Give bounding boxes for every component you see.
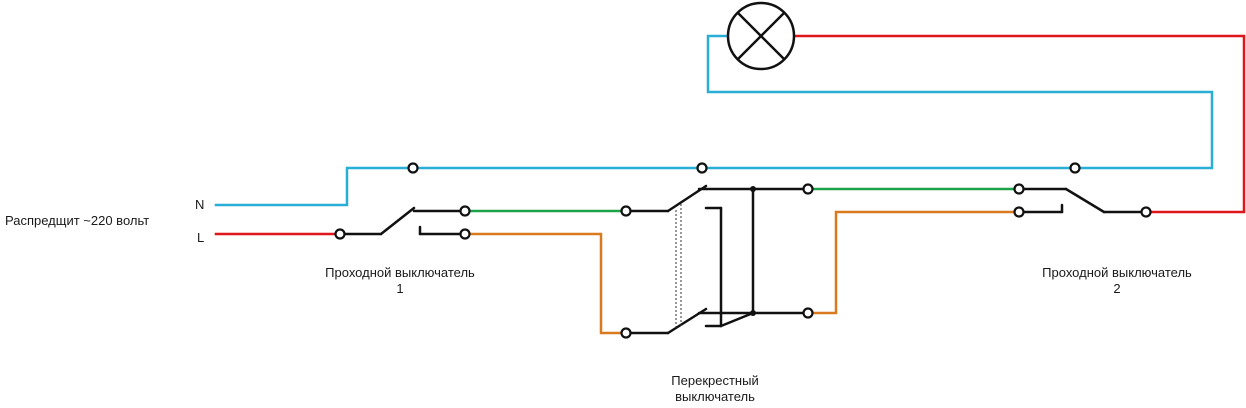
cross-switch [629, 184, 808, 335]
switch1-label: Проходной выключатель 1 [300, 265, 500, 297]
terminal [459, 228, 471, 240]
terminal [1140, 206, 1152, 218]
terminal [1013, 206, 1025, 218]
terminal [620, 327, 632, 339]
terminal [802, 183, 814, 195]
traveler-wire-orange-left [466, 232, 624, 335]
pass-switch-1 [341, 206, 464, 236]
traveler-wire-orange-right [810, 210, 1016, 315]
cross-switch-label-subtitle: выключатель [675, 389, 755, 404]
terminal [620, 205, 632, 217]
switch2-label: Проходной выключатель 2 [1017, 265, 1217, 297]
terminals [334, 162, 1152, 339]
junction-dot-top [750, 186, 756, 192]
switch1-label-title: Проходной выключатель [325, 265, 475, 280]
switch1-label-number: 1 [396, 281, 404, 296]
switch2-label-title: Проходной выключатель [1042, 265, 1192, 280]
switch2-label-number: 2 [1113, 281, 1121, 296]
terminal [1069, 162, 1081, 174]
cross-switch-label: Перекрестный выключатель [615, 373, 815, 405]
cross-switch-label-title: Перекрестный [671, 373, 759, 388]
neutral-label: N [195, 197, 205, 212]
pass-switch-2 [1022, 187, 1143, 214]
terminal [459, 205, 471, 217]
phase-wire-lamp [794, 34, 1246, 214]
terminal [802, 307, 814, 319]
terminal [696, 162, 708, 174]
neutral-wire [214, 34, 1214, 207]
source-label: Распредщит ~220 вольт [5, 213, 150, 228]
terminal [334, 228, 346, 240]
junction-dot-bottom [750, 310, 756, 316]
terminal [1013, 183, 1025, 195]
terminal [407, 162, 419, 174]
lamp-icon [726, 1, 796, 71]
line-label: L [197, 230, 205, 245]
